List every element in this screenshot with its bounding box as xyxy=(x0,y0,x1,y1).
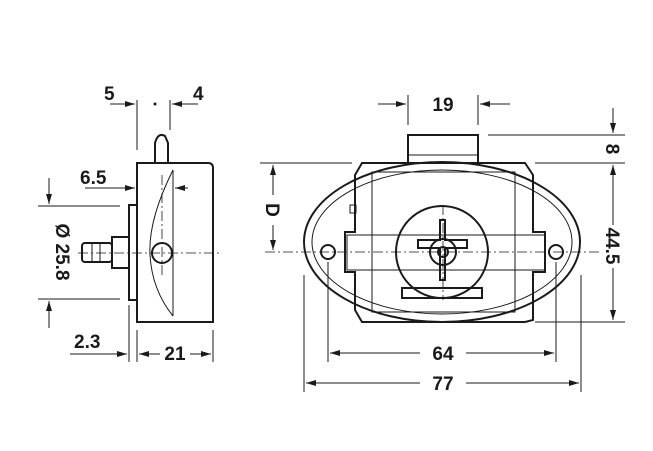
bolt xyxy=(407,134,479,164)
dim-bolt-width: 19 xyxy=(432,95,453,116)
latch-side xyxy=(154,133,169,163)
cam-curve xyxy=(149,169,174,317)
dim-latch-offset: 5 xyxy=(104,84,115,105)
dim-height: 44.5 xyxy=(601,228,622,265)
slot xyxy=(401,287,483,299)
dim-hole-spacing: 64 xyxy=(432,344,454,365)
dim-bolt-height: 8 xyxy=(601,144,622,155)
side-view: 5 4 6.5 Ø 25.8 2.3 21 xyxy=(38,84,222,365)
pin xyxy=(81,242,113,263)
dim-cam: 6.5 xyxy=(80,168,107,189)
front-view: 19 8 44.5 D 64 77 xyxy=(260,95,625,395)
flange xyxy=(128,204,138,301)
dim-flange: 2.3 xyxy=(74,332,100,353)
dim-width: 77 xyxy=(432,374,453,395)
shaft xyxy=(111,236,130,269)
dim-diameter: Ø 25.8 xyxy=(51,223,72,280)
lock-body-side xyxy=(136,162,214,323)
dim-backset: D xyxy=(261,203,282,217)
dim-depth: 21 xyxy=(164,344,186,365)
cross-cam xyxy=(417,219,468,281)
dim-latch-width: 4 xyxy=(193,84,204,105)
lock-housing xyxy=(344,162,546,323)
